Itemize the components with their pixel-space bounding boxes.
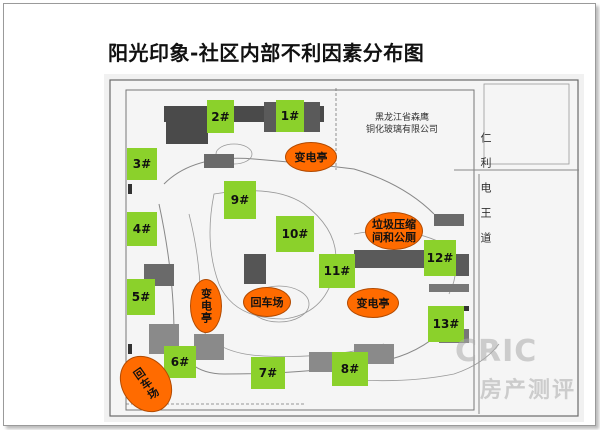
building-5[interactable]: 5#	[127, 279, 155, 315]
building-12[interactable]: 12#	[424, 240, 456, 276]
building-3[interactable]: 3#	[127, 148, 157, 180]
substation-right[interactable]: 变电亭	[347, 288, 399, 318]
turnaround-center[interactable]: 回车场	[243, 287, 291, 317]
substation-top[interactable]: 变电亭	[285, 142, 337, 172]
watermark-cric: CRIC	[455, 334, 538, 369]
substation-left[interactable]: 变电亭	[190, 279, 222, 333]
building-7[interactable]: 7#	[251, 357, 285, 389]
building-13[interactable]: 13#	[428, 306, 464, 342]
page-title: 阳光印象-社区内部不利因素分布图	[108, 41, 425, 65]
building-11[interactable]: 11#	[319, 254, 355, 288]
building-10[interactable]: 10#	[276, 216, 314, 252]
building-4[interactable]: 4#	[127, 212, 157, 246]
building-1[interactable]: 1#	[276, 100, 304, 132]
building-9[interactable]: 9#	[224, 181, 256, 219]
company-label: 黑龙江省森鹰 铜化玻璃有限公司	[366, 112, 438, 136]
building-6[interactable]: 6#	[164, 346, 196, 378]
company-label-text: 黑龙江省森鹰 铜化玻璃有限公司	[366, 113, 439, 135]
building-2[interactable]: 2#	[207, 100, 234, 133]
garbage-compressor-toilet-label: 垃圾压缩间和公厕	[372, 218, 416, 244]
garbage-compressor-toilet[interactable]: 垃圾压缩间和公厕	[365, 212, 423, 250]
site-plan-map: 2# 1# 3# 9# 4# 10# 11# 12# 5# 13# 6# 7# …	[104, 74, 584, 422]
building-8[interactable]: 8#	[332, 352, 368, 386]
watermark-cn: 房产测评	[480, 378, 577, 403]
road-label: 仁利电王道	[479, 132, 492, 257]
